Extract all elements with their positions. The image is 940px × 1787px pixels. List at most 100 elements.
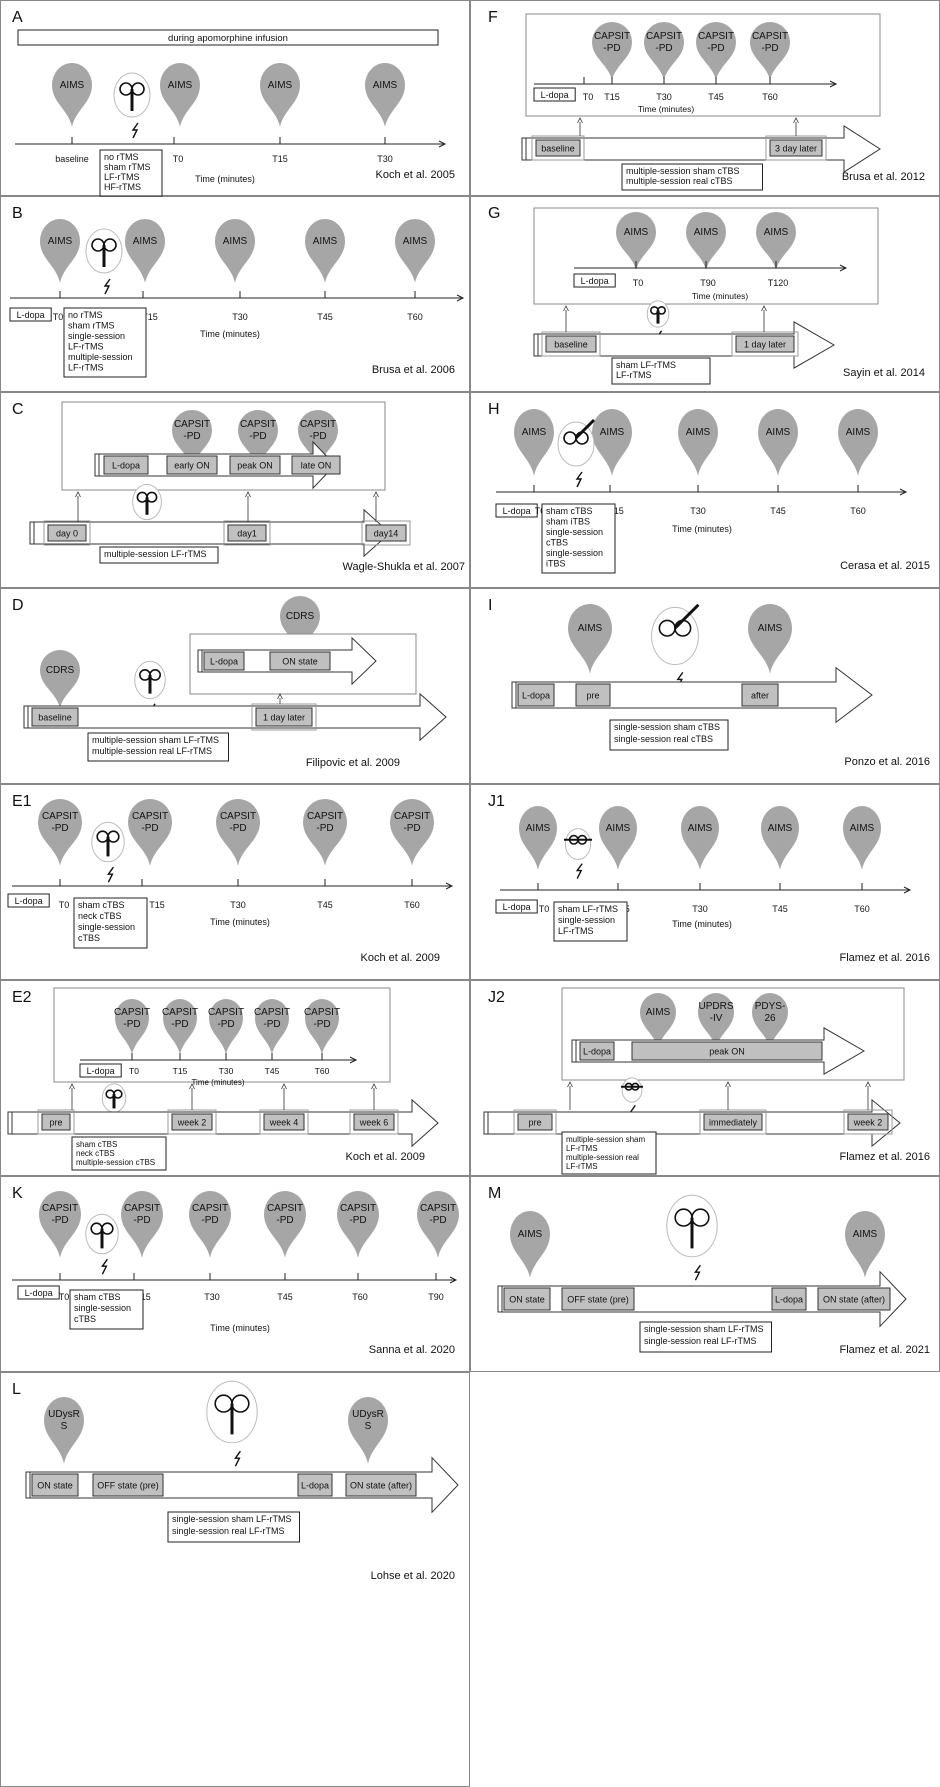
citation: Flamez et al. 2021 (840, 1344, 931, 1356)
balloon-marker-icon: AIMS (215, 219, 255, 283)
state-box: ON state (31, 1473, 79, 1497)
balloon-shape (215, 219, 255, 283)
state-box-rect (297, 1473, 333, 1497)
balloon-label: -PD (309, 431, 326, 442)
time-label: Time (minutes) (210, 917, 270, 927)
tick-label: T0 (583, 92, 594, 102)
panel-label: I (488, 597, 492, 614)
protocol-line: sham LF-rTMS (558, 904, 618, 914)
tick-label: T60 (854, 904, 870, 914)
balloon-shape (644, 22, 684, 80)
tick-label: T0 (59, 1292, 70, 1302)
protocol-line: iTBS (546, 559, 566, 569)
balloon-label: -PD (171, 1019, 188, 1030)
state-box: baseline (31, 707, 79, 727)
protocol-line: multiple-session LF-rTMS (104, 549, 207, 559)
protocol-line: single-session real cTBS (614, 734, 713, 744)
protocol-line: multiple-session sham cTBS (626, 166, 740, 176)
balloon-label: AIMS (850, 823, 875, 834)
protocol-line: single-session real LF-rTMS (644, 1336, 757, 1346)
state-box: pre (517, 1113, 553, 1131)
protocol-box-rect (71, 1136, 167, 1171)
state-box-label: L-dopa (775, 1295, 803, 1305)
coil-handle (673, 603, 700, 630)
balloon-marker-icon: CAPSIT-PD (172, 410, 212, 468)
ldopa-label: L-dopa (581, 276, 609, 286)
balloon-label: -PD (263, 1019, 280, 1030)
balloon-shape (303, 799, 347, 866)
state-box-rect (741, 683, 779, 707)
state-box-label: baseline (38, 713, 72, 723)
balloon-label: -PD (133, 1215, 150, 1226)
balloon-shape (514, 409, 554, 476)
balloon-label: AIMS (646, 1007, 671, 1018)
tms-coil-head-icon (651, 603, 700, 688)
citation: Sayin et al. 2014 (843, 367, 925, 379)
link-arrowhead (563, 305, 569, 312)
lightning-icon (103, 278, 111, 295)
state-box-label: 1 day later (744, 340, 786, 350)
balloon-marker-icon: AIMS (160, 63, 200, 127)
balloon-shape (238, 410, 278, 468)
arrow-icon (7, 1098, 439, 1148)
protocol-line: LF-rTMS (558, 926, 594, 936)
state-box-label: day14 (374, 529, 399, 539)
protocol-line: cTBS (78, 933, 100, 943)
state-box: week 2 (847, 1113, 889, 1131)
protocol-line: sham rTMS (68, 321, 115, 331)
state-box-rect (229, 455, 281, 475)
tick-label: T60 (407, 312, 423, 322)
balloon-label: CAPSIT (220, 811, 256, 822)
balloon-marker-icon: CAPSIT-PD (304, 999, 340, 1055)
ldopa-label: L-dopa (87, 1066, 115, 1076)
timeline-arrowhead (449, 1276, 458, 1284)
state-box-rect (735, 335, 795, 353)
ldopa-box (7, 893, 50, 908)
link-arrowhead (189, 1083, 195, 1090)
balloon-label: AIMS (373, 80, 398, 91)
protocol-line: single-session sham LF-rTMS (172, 1514, 292, 1524)
arrow-icon (23, 692, 447, 742)
balloon-label: -PD (655, 43, 672, 54)
balloon-marker-icon: AIMS (616, 211, 656, 270)
ldopa-label: L-dopa (25, 1288, 53, 1298)
state-box-label: L-dopa (210, 657, 238, 667)
state-box: OFF state (pre) (92, 1473, 164, 1497)
highlight-frame (541, 331, 601, 357)
tick-label: baseline (55, 154, 89, 164)
balloon-marker-icon: AIMS (686, 212, 726, 270)
inner-frame (61, 401, 386, 491)
balloon-shape (752, 993, 788, 1049)
link-arrowhead (761, 305, 767, 312)
citation: Koch et al. 2009 (360, 952, 440, 964)
balloon-shape (38, 799, 82, 866)
balloon-shape (39, 1191, 81, 1258)
balloon-marker-icon: AIMS (519, 806, 557, 870)
state-box-label: week 4 (269, 1118, 299, 1128)
panel-label: J2 (488, 989, 505, 1006)
protocol-box-rect (99, 149, 163, 197)
protocol-box-rect (561, 1131, 657, 1175)
protocol-line: neck cTBS (76, 1149, 115, 1158)
balloon-label: CAPSIT (304, 1007, 340, 1018)
state-box-label: week 2 (853, 1118, 883, 1128)
tms-coil-head-icon (666, 1194, 718, 1281)
state-box-rect (166, 455, 218, 475)
protocol-line: sham iTBS (546, 517, 590, 527)
balloon-label: AIMS (606, 823, 631, 834)
protocol-box: single-session sham LF-rTMSsingle-sessio… (167, 1511, 300, 1543)
state-box-rect (353, 1113, 395, 1131)
balloon-label: -PD (201, 1215, 218, 1226)
tick-label: T30 (219, 1066, 234, 1076)
state-box-rect (92, 1473, 164, 1497)
highlight-frame (37, 1109, 75, 1135)
balloon-marker-icon: CAPSIT-PD (121, 1191, 163, 1258)
balloon-shape (748, 604, 792, 674)
tick-label: T30 (692, 904, 708, 914)
citation: Flamez et al. 2016 (840, 952, 931, 964)
balloon-label: CAPSIT (114, 1007, 150, 1018)
